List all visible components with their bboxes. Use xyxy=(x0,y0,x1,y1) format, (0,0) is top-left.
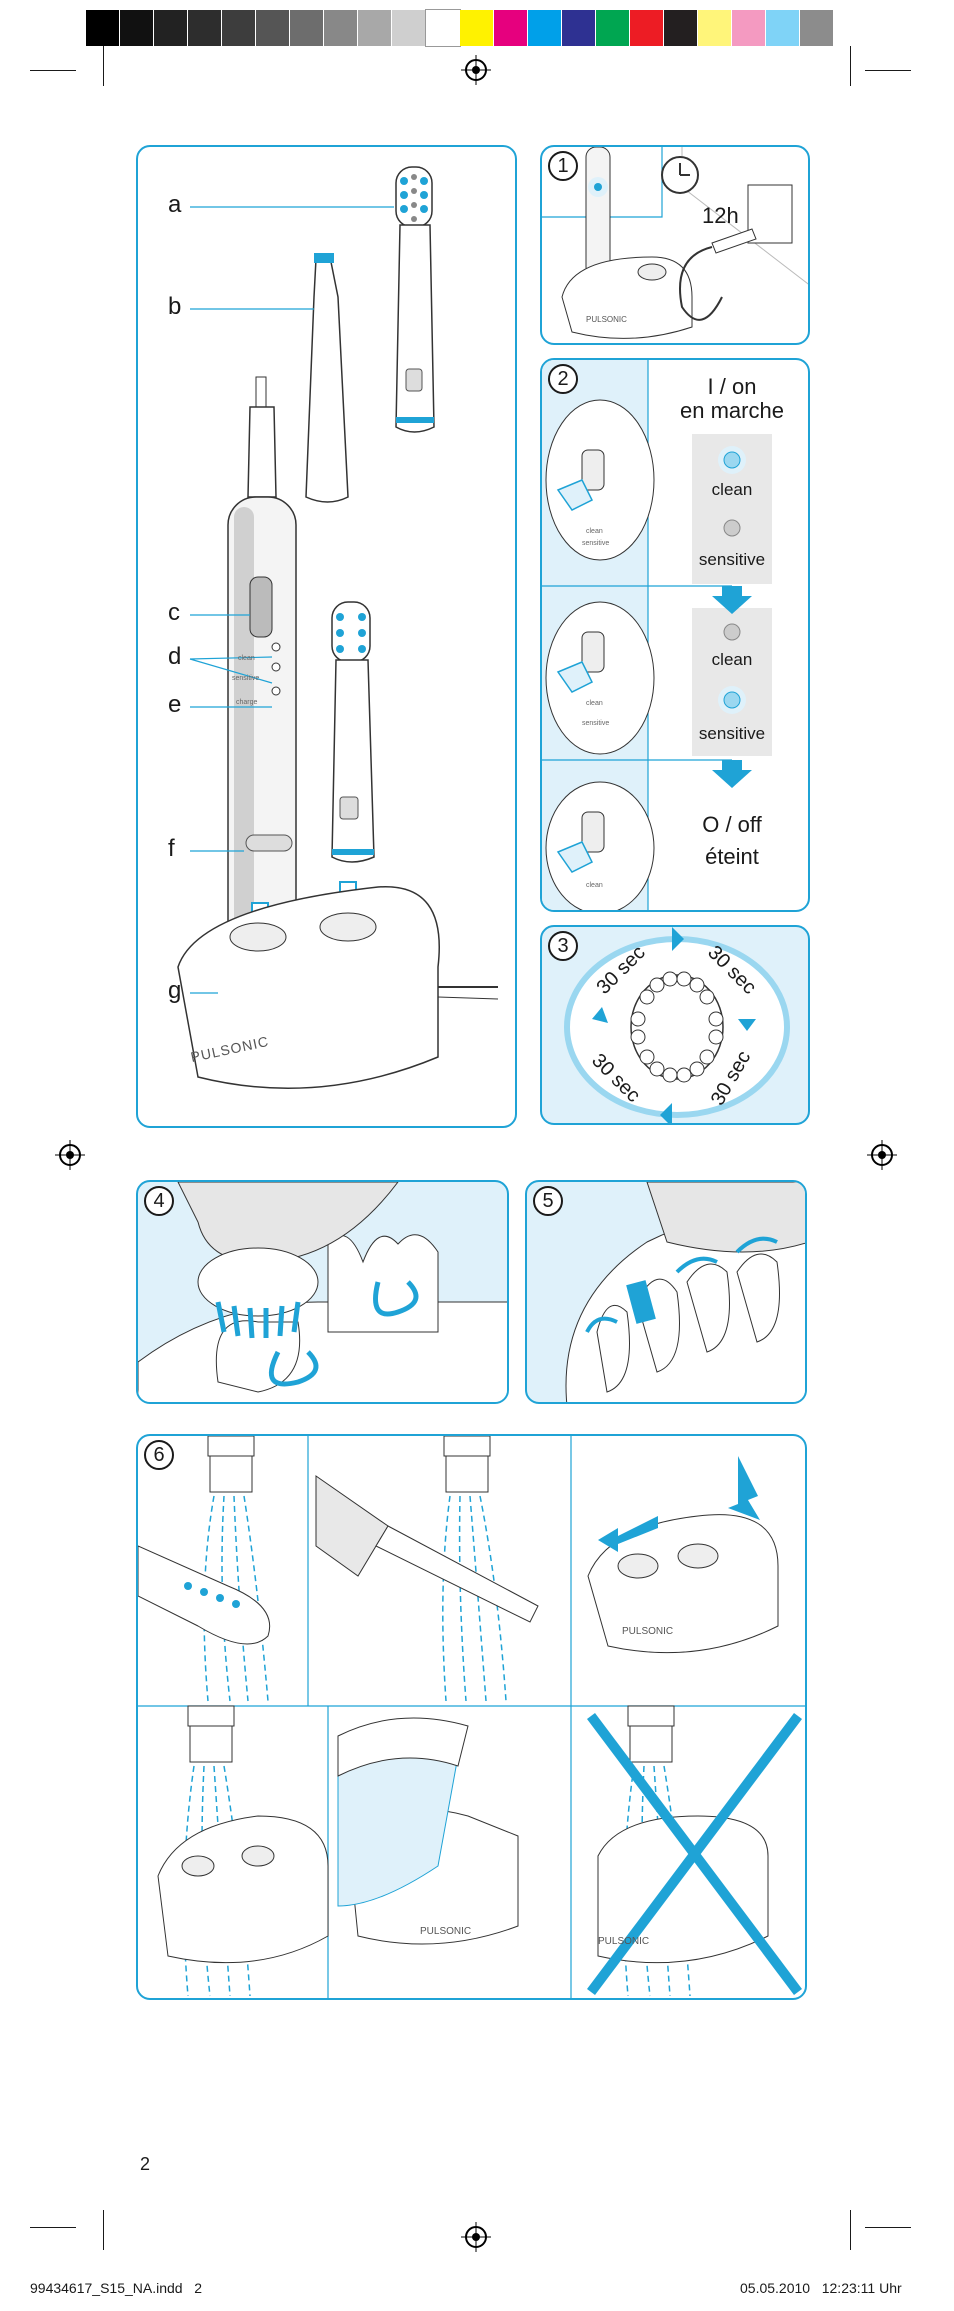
step-6-panel: 6 PULSONIC PULSONIC PULSONIC xyxy=(136,1434,807,2000)
mini-mode-label: clean xyxy=(586,528,603,535)
toothbrush-illustration xyxy=(177,166,499,1089)
crop-mark xyxy=(865,2227,911,2228)
color-swatch xyxy=(222,10,256,46)
color-swatch xyxy=(460,10,494,46)
crop-mark xyxy=(850,2210,851,2250)
color-swatch xyxy=(324,10,358,46)
charge-time-label: 12h xyxy=(702,203,739,228)
brush-head-a-icon xyxy=(395,166,435,433)
color-swatch xyxy=(562,10,596,46)
label-b: b xyxy=(168,293,182,320)
step-2-panel: 2 I / on en marche clean sensitive clean… xyxy=(540,358,810,912)
registration-mark-icon xyxy=(461,55,491,85)
brush-head-b-icon xyxy=(305,253,349,503)
charger-brand-label: PULSONIC xyxy=(420,1926,472,1937)
charging-illustration xyxy=(542,147,808,339)
label-e: e xyxy=(168,691,182,718)
color-swatch xyxy=(154,10,188,46)
power-on-label: I / on xyxy=(707,374,757,399)
power-off-label-fr: éteint xyxy=(705,844,759,869)
color-swatch xyxy=(596,10,630,46)
color-swatch xyxy=(188,10,222,46)
step-number-badge: 4 xyxy=(144,1186,174,1216)
color-swatch xyxy=(698,10,732,46)
color-swatch xyxy=(664,10,698,46)
color-swatch xyxy=(732,10,766,46)
label-a: a xyxy=(168,191,182,218)
crop-mark xyxy=(30,2227,76,2228)
step-number-badge: 5 xyxy=(533,1186,563,1216)
color-swatch xyxy=(766,10,800,46)
power-off-label: O / off xyxy=(702,812,762,837)
charger-base-icon xyxy=(177,886,499,1089)
handle-button-label: charge xyxy=(236,699,258,706)
product-overview-panel: a b c d e f g clean sensitive charge PUL… xyxy=(136,145,517,1128)
crop-mark xyxy=(30,70,76,71)
step-number-badge: 2 xyxy=(548,364,578,394)
color-swatch xyxy=(290,10,324,46)
label-d: d xyxy=(168,643,182,670)
power-on-label-fr: en marche xyxy=(680,398,784,423)
footer-file-info: 99434617_S15_NA.indd 2 xyxy=(30,2280,203,2296)
step-number-badge: 3 xyxy=(548,931,578,961)
mode-clean-label: clean xyxy=(711,650,753,669)
color-swatch xyxy=(86,10,120,46)
color-swatch xyxy=(528,10,562,46)
mini-mode-label: clean xyxy=(586,882,603,889)
color-swatch xyxy=(494,10,528,46)
brushing-gumline-illustration xyxy=(565,1182,805,1402)
color-swatch xyxy=(256,10,290,46)
color-calibration-bar xyxy=(86,9,834,47)
mode-sensitive-label: sensitive xyxy=(698,550,766,569)
handle-button-label: clean xyxy=(238,655,255,662)
charger-brand-label: PULSONIC xyxy=(622,1626,674,1637)
brushing-technique-illustration xyxy=(138,1182,507,1402)
label-g: g xyxy=(168,977,182,1004)
mini-mode-label: clean xyxy=(586,700,603,707)
cleaning-illustration xyxy=(138,1436,805,1998)
crop-mark xyxy=(103,46,104,86)
charger-brand-label: PULSONIC xyxy=(598,1936,650,1947)
mini-mode-label: sensitive xyxy=(582,540,610,547)
color-swatch xyxy=(120,10,154,46)
quadrant-timer-illustration xyxy=(564,927,790,1123)
step-1-panel: 1 12h PULSONIC xyxy=(540,145,810,345)
crop-mark xyxy=(103,2210,104,2250)
power-button-illustration xyxy=(542,360,772,910)
step-3-panel: 3 30 sec 30 sec 30 sec 30 sec xyxy=(540,925,810,1125)
brush-head-on-stand-icon xyxy=(331,601,375,863)
crop-mark xyxy=(865,70,911,71)
crop-mark xyxy=(850,46,851,86)
color-swatch xyxy=(392,10,426,46)
color-swatch xyxy=(630,10,664,46)
handle-button-label: sensitive xyxy=(232,675,260,682)
page-number: 2 xyxy=(140,2154,151,2174)
color-swatch xyxy=(425,9,461,47)
mini-mode-label: sensitive xyxy=(582,720,610,727)
label-c: c xyxy=(168,599,180,626)
label-f: f xyxy=(168,835,175,862)
registration-mark-icon xyxy=(461,2222,491,2252)
step-5-panel: 5 xyxy=(525,1180,807,1404)
step-4-panel: 4 xyxy=(136,1180,509,1404)
mode-sensitive-label: sensitive xyxy=(698,724,766,743)
step-number-badge: 1 xyxy=(548,151,578,181)
registration-mark-icon xyxy=(867,1140,897,1170)
mode-clean-label: clean xyxy=(711,480,753,499)
registration-mark-icon xyxy=(55,1140,85,1170)
step-number-badge: 6 xyxy=(144,1440,174,1470)
charger-brand-label: PULSONIC xyxy=(586,315,627,324)
footer-timestamp: 05.05.2010 12:23:11 Uhr xyxy=(740,2280,902,2296)
color-swatch xyxy=(358,10,392,46)
color-swatch xyxy=(800,10,834,46)
